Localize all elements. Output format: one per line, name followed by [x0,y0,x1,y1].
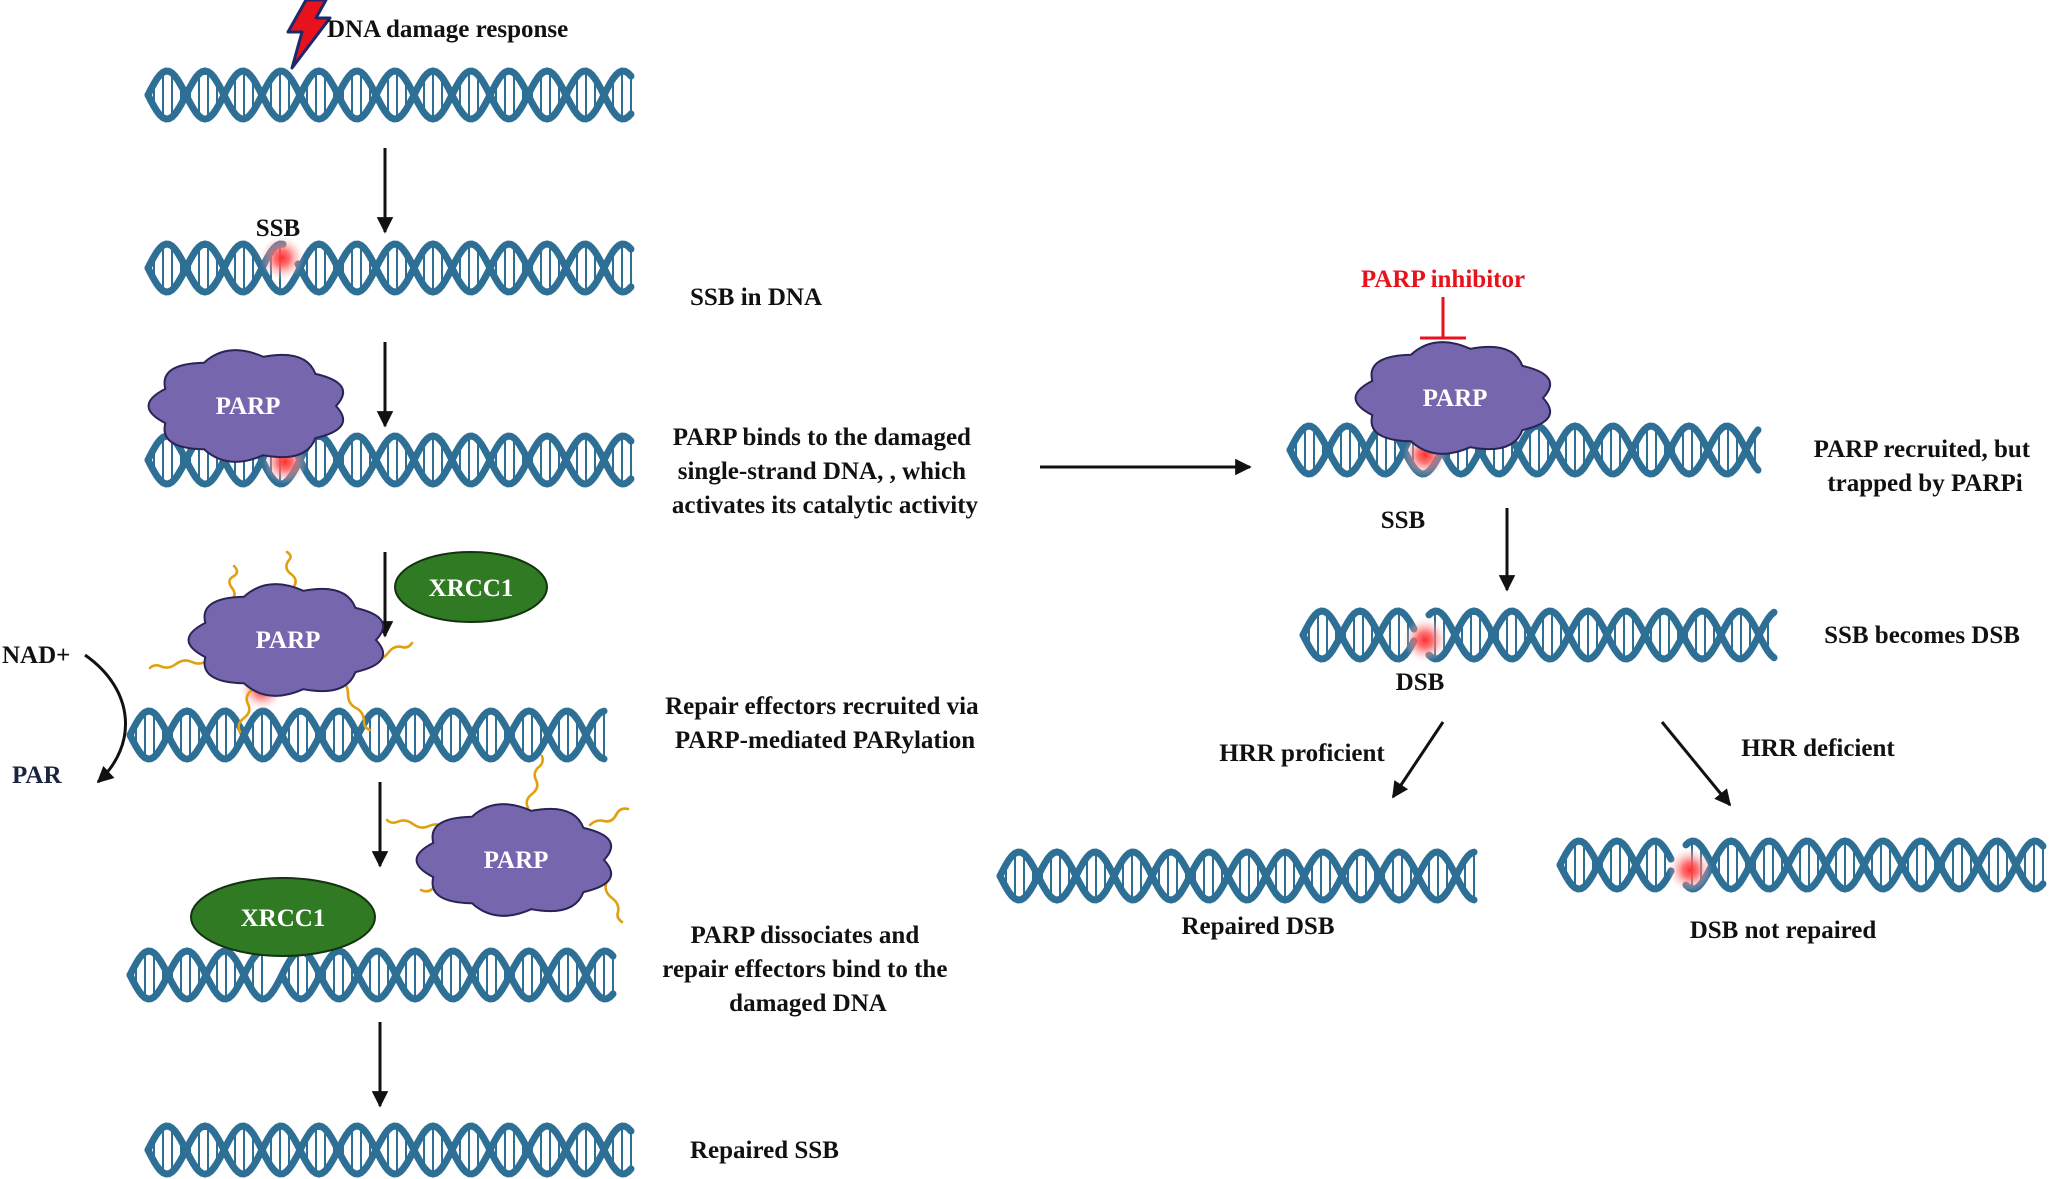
ssb-damage-glow [260,236,304,280]
step-dissociate: PARP dissociates and repair effectors bi… [662,922,953,1017]
parp-label: PARP [256,627,321,654]
xrcc1-oval-recruited: XRCC1 [394,551,548,623]
dna-helix-parylation [126,707,608,763]
xrcc1-oval-bound: XRCC1 [190,877,376,957]
t-bar-inhibition-icon [1420,297,1466,340]
dna-helix-ssb [144,240,635,296]
parp-cloud-parylated: PARP [187,583,385,697]
dna-helix-unrepaired-dsb [1556,837,2047,893]
parp-label: PARP [216,393,281,420]
step-ssb-in-dna: SSB in DNA [690,284,822,311]
dsb-damage-glow-unrepaired [1668,848,1712,892]
step-parp-binds: PARP binds to the damaged single-strand … [672,424,979,519]
ssb-label: SSB [256,215,300,242]
parp-label: PARP [484,847,549,874]
dsb-not-repaired-label: DSB not repaired [1690,917,1877,944]
xrcc1-label: XRCC1 [429,575,514,602]
par-label: PAR [12,762,62,789]
nad-label: NAD+ [2,642,70,669]
parp-label: PARP [1423,385,1488,412]
step-repaired-ssb: Repaired SSB [690,1137,839,1164]
parp-cloud-released: PARP [415,803,613,917]
nad-to-par-arrow-icon [84,653,127,784]
hrr-proficient-label: HRR proficient [1219,740,1385,767]
dna-helix-parp-bound [144,432,635,488]
dna-helix-intact [144,67,635,123]
dsb-damage-glow [1403,618,1447,662]
parp-inhibitor-label: PARP inhibitor [1361,266,1525,293]
dna-damage-response-label: DNA damage response [327,16,568,43]
dna-helix-trapped [1286,422,1762,478]
lightning-bolt-icon [286,0,332,70]
parp-cloud-trapped: PARP [1354,341,1552,455]
ssb-label-right: SSB [1381,507,1425,534]
dna-helix-dsb [1299,607,1778,663]
xrcc1-label: XRCC1 [241,905,326,932]
dsb-label: DSB [1396,669,1445,696]
trapped-label: PARP recruited, but trapped by PARPi [1814,436,2037,497]
repaired-dsb-label: Repaired DSB [1181,913,1334,940]
hrr-deficient-label: HRR deficient [1741,735,1895,762]
arrow-icon [1391,721,1445,799]
dna-helix-repaired-dsb [996,848,1478,904]
dna-helix-effectors [126,947,617,1003]
parp-cloud-bound: PARP [147,349,345,463]
ssb-becomes-dsb-label: SSB becomes DSB [1824,622,2020,649]
step-parylation: Repair effectors recruited via PARP-medi… [665,693,985,754]
dna-helix-repaired-ssb [144,1122,635,1178]
arrow-icon [1660,721,1732,807]
